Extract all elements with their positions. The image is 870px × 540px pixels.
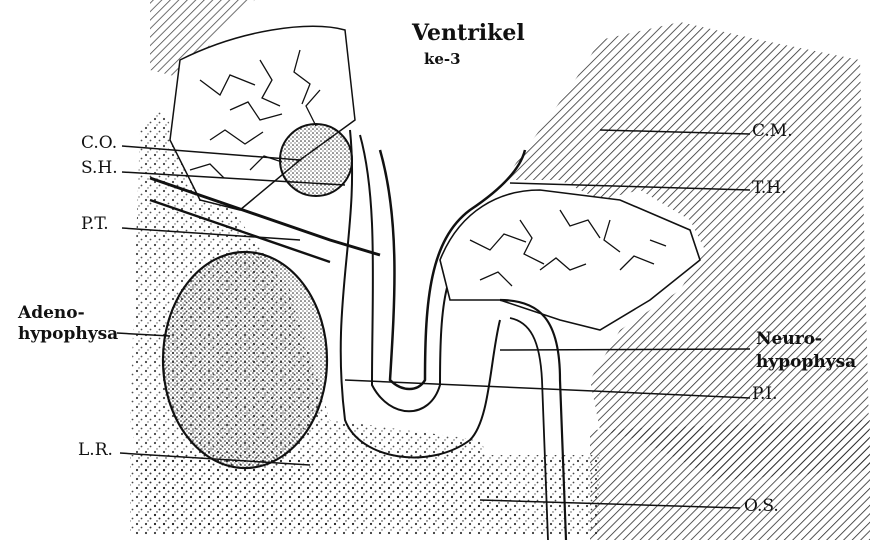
label-th: T.H. xyxy=(752,180,786,198)
label-sh: S.H. xyxy=(81,160,118,178)
label-neuro-line1: Neuro- xyxy=(756,331,822,349)
label-neuro-line2: hypophysa xyxy=(756,354,856,372)
label-lr: L.R. xyxy=(78,442,113,460)
label-adeno-line2: hypophysa xyxy=(18,326,118,344)
label-co: C.O. xyxy=(81,135,117,153)
ventricle-title: Ventrikel xyxy=(412,20,525,46)
ventricle-subtitle: ke-3 xyxy=(424,50,461,68)
label-pt: P.T. xyxy=(81,216,109,234)
label-os: O.S. xyxy=(744,498,779,516)
bottom-stippled-tissue xyxy=(130,455,600,535)
label-pi: P.I. xyxy=(752,386,778,404)
hatched-region-lower xyxy=(590,420,870,540)
label-cm: C.M. xyxy=(752,123,793,141)
adenohypophysis-body xyxy=(163,252,327,468)
label-adeno-line1: Adeno- xyxy=(18,305,85,323)
